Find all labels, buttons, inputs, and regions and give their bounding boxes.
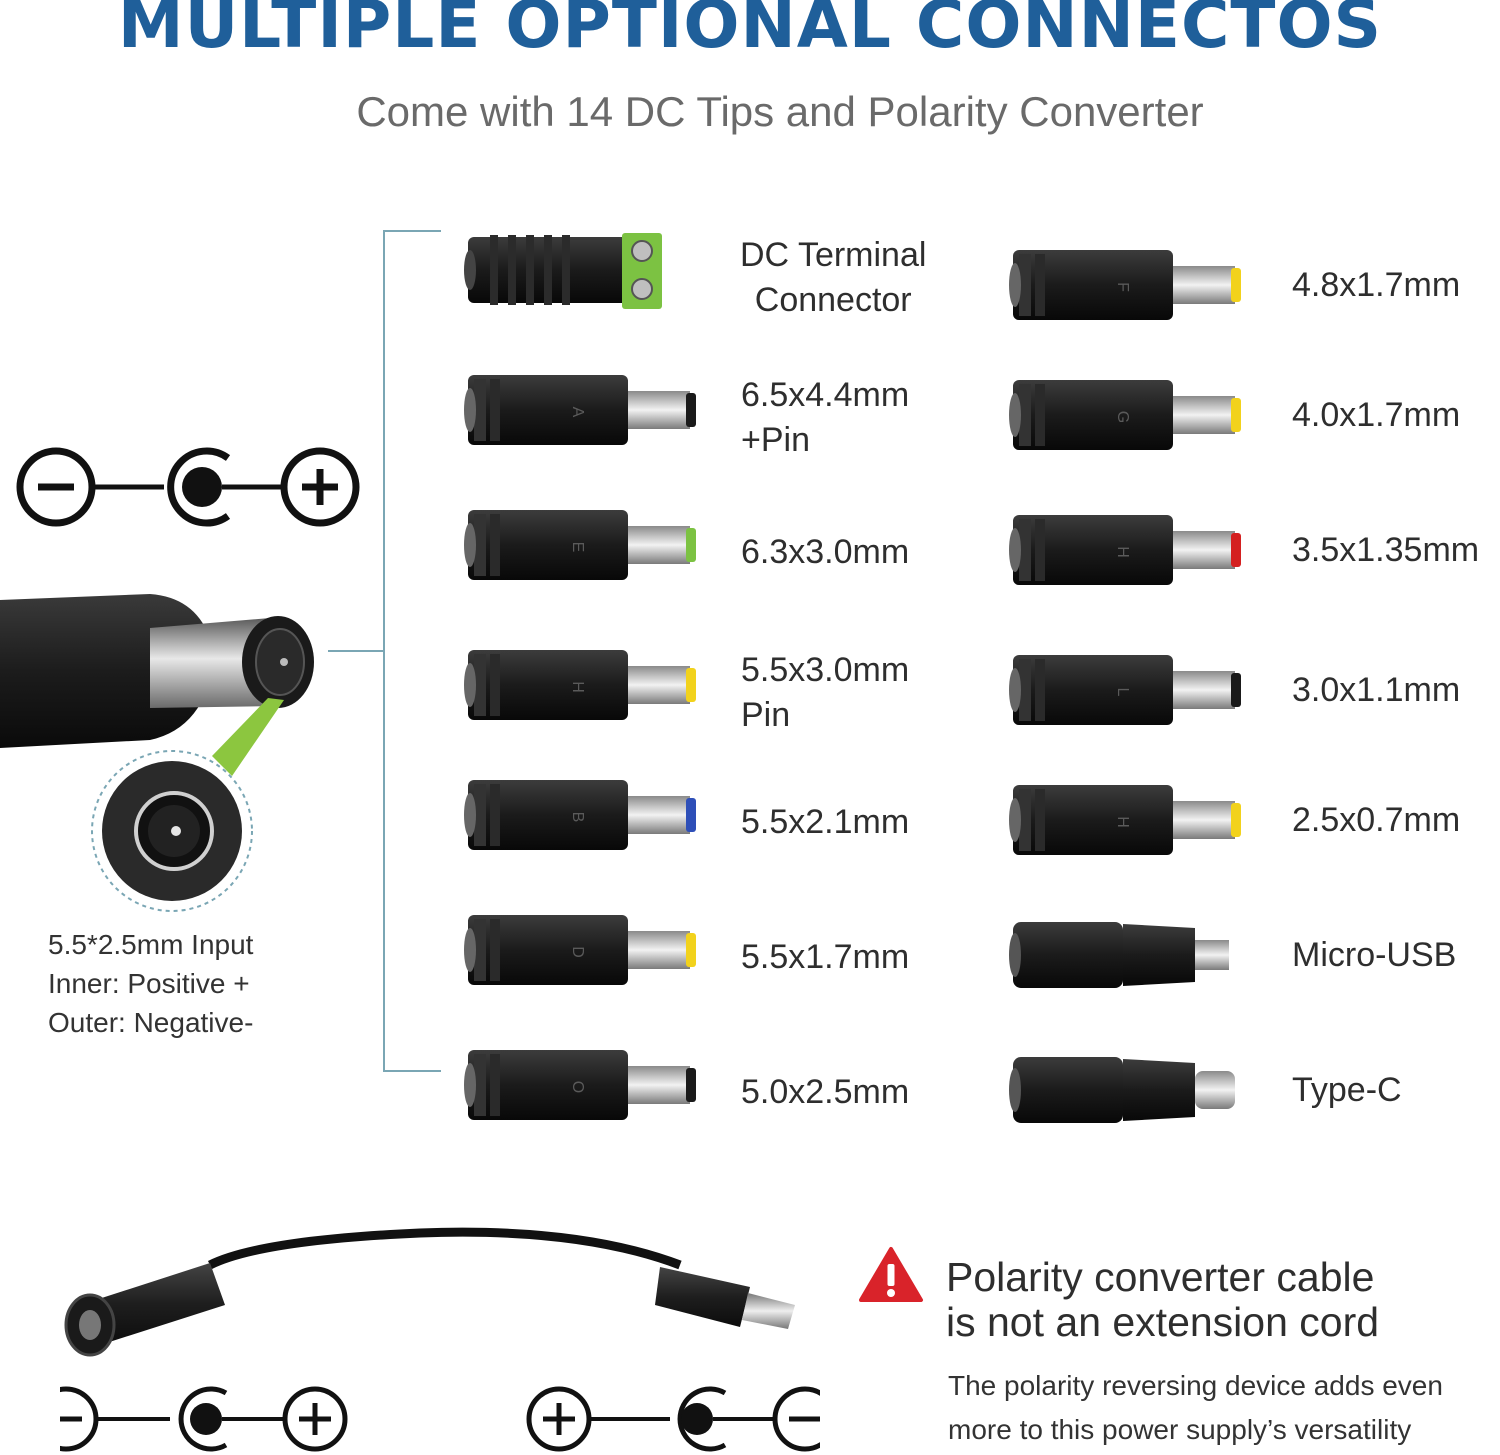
- tip-size-left-7: 5.0x2.5mm: [741, 1073, 910, 1111]
- dc-input-plug-icon: [0, 594, 314, 912]
- barrel-connector-tip-icon: O: [464, 1050, 696, 1120]
- tips-bracket: [383, 230, 443, 1072]
- tip-label-right-7: Type-C: [1292, 1068, 1402, 1113]
- input-spec-size: 5.5*2.5mm Input: [48, 929, 254, 960]
- barrel-connector-tip-icon: H: [464, 650, 696, 720]
- input-spec-inner: Inner: Positive +: [48, 968, 250, 999]
- usb-connector-tip-icon: [1009, 1057, 1235, 1123]
- svg-text:L: L: [1114, 688, 1131, 697]
- warning-title-line2: is not an extension cord: [946, 1299, 1380, 1345]
- barrel-connector-tip-icon: B: [464, 780, 696, 850]
- warning-title: Polarity converter cable is not an exten…: [946, 1255, 1379, 1345]
- svg-text:A: A: [569, 407, 586, 418]
- barrel-connector-tip-icon: E: [464, 510, 696, 580]
- tip-note-left-2: +Pin: [741, 421, 810, 459]
- tip-label-right-4: 3.0x1.1mm: [1292, 668, 1460, 713]
- tip-label-right-6: Micro-USB: [1292, 933, 1456, 978]
- svg-text:D: D: [569, 946, 586, 958]
- tip-label-left-6: 5.5x1.7mm: [741, 935, 909, 980]
- warning-triangle-icon: [859, 1247, 923, 1302]
- tip-label-left-3: 6.3x3.0mm: [741, 530, 909, 575]
- tip-size-right-6: Micro-USB: [1292, 936, 1457, 974]
- tip-label-right-1: 4.8x1.7mm: [1292, 263, 1460, 308]
- polarity-converter-cable-icon: [60, 1227, 820, 1452]
- svg-text:B: B: [569, 812, 586, 823]
- barrel-connector-tip-icon: H: [1009, 515, 1241, 585]
- page-subtitle: Come with 14 DC Tips and Polarity Conver…: [356, 88, 1204, 135]
- tip-note-left-4: Pin: [741, 696, 791, 734]
- svg-text:G: G: [1114, 411, 1131, 423]
- input-spec-outer: Outer: Negative-: [48, 1007, 254, 1038]
- tip-size-right-3: 3.5x1.35mm: [1292, 531, 1480, 569]
- tip-size-left-4: 5.5x3.0mm: [741, 651, 910, 689]
- svg-text:H: H: [569, 681, 586, 693]
- barrel-connector-tip-icon: F: [1009, 250, 1241, 320]
- tip-size-right-7: Type-C: [1292, 1071, 1402, 1109]
- tip-size-left-6: 5.5x1.7mm: [741, 938, 910, 976]
- usb-connector-tip-icon: [1009, 922, 1229, 988]
- barrel-connector-tip-icon: D: [464, 915, 696, 985]
- tip-label-left-5: 5.5x2.1mm: [741, 800, 909, 845]
- svg-text:H: H: [1114, 546, 1131, 558]
- tip-size-left-5: 5.5x2.1mm: [741, 803, 910, 841]
- svg-text:F: F: [1114, 282, 1131, 292]
- barrel-connector-tip-icon: A: [464, 375, 696, 445]
- tip-size-left-1: DC Terminal: [740, 236, 927, 274]
- tip-label-right-3: 3.5x1.35mm: [1292, 528, 1479, 573]
- page-title: MULTIPLE OPTIONAL CONNECTOS: [117, 0, 1383, 63]
- tip-size-right-1: 4.8x1.7mm: [1292, 266, 1461, 304]
- tip-size-left-3: 6.3x3.0mm: [741, 533, 910, 571]
- warning-desc-line2: more to this power supply’s versatility: [948, 1414, 1412, 1445]
- tip-label-left-2: 6.5x4.4mm +Pin: [741, 373, 909, 463]
- tip-label-right-5: 2.5x0.7mm: [1292, 798, 1460, 843]
- warning-title-line1: Polarity converter cable: [946, 1254, 1375, 1300]
- svg-text:O: O: [569, 1081, 586, 1093]
- tip-label-left-7: 5.0x2.5mm: [741, 1070, 909, 1115]
- warning-description: The polarity reversing device adds even …: [948, 1364, 1443, 1452]
- tip-note-left-1: Connector: [754, 281, 912, 319]
- tip-size-right-2: 4.0x1.7mm: [1292, 396, 1461, 434]
- svg-text:H: H: [1114, 816, 1131, 828]
- barrel-connector-tip-icon: G: [1009, 380, 1241, 450]
- tip-label-right-2: 4.0x1.7mm: [1292, 393, 1460, 438]
- barrel-connector-tip-icon: H: [1009, 785, 1241, 855]
- tip-size-right-4: 3.0x1.1mm: [1292, 671, 1461, 709]
- tips-bracket-stub: [328, 650, 384, 652]
- barrel-connector-tip-icon: L: [1009, 655, 1241, 725]
- terminal-connector-tip-icon: [464, 233, 662, 309]
- tip-size-right-5: 2.5x0.7mm: [1292, 801, 1461, 839]
- input-spec: 5.5*2.5mm Input Inner: Positive + Outer:…: [48, 925, 253, 1042]
- tip-size-left-2: 6.5x4.4mm: [741, 376, 910, 414]
- warning-desc-line1: The polarity reversing device adds even: [948, 1370, 1443, 1401]
- svg-text:E: E: [569, 542, 586, 553]
- polarity-symbol-icon: [16, 447, 360, 527]
